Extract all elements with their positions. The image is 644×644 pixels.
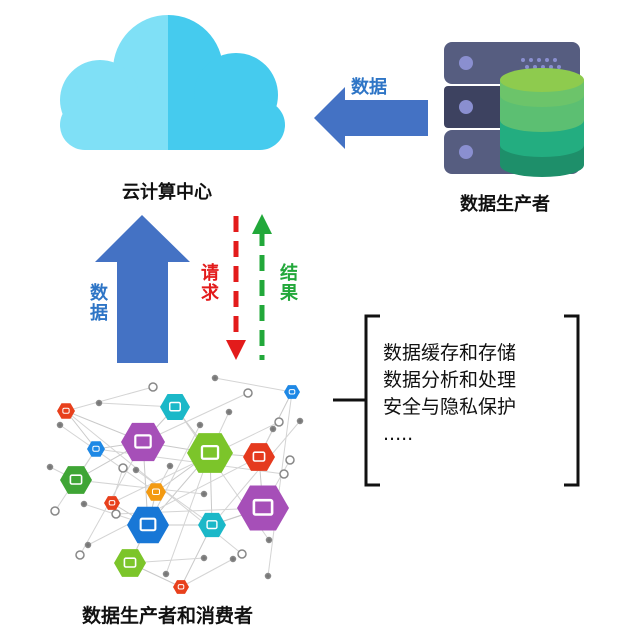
network-node: [237, 549, 247, 559]
network-node: [50, 506, 60, 516]
network-link: [65, 386, 154, 412]
touch-icon: [237, 485, 289, 531]
network-node: [84, 541, 92, 549]
network-node: [200, 490, 208, 498]
lock-icon: [243, 443, 275, 471]
speaker-icon-glyph: [177, 584, 185, 590]
music-icon: [114, 549, 146, 577]
left-bracket: [364, 314, 380, 487]
network-node: [269, 425, 277, 433]
request-label: 请求: [198, 263, 219, 303]
gear-icon-glyph: [206, 520, 218, 530]
note-icon-glyph: [69, 474, 83, 485]
download-icon: [284, 385, 300, 399]
cloud-icon: [60, 15, 285, 150]
share-icon-glyph: [152, 488, 160, 495]
network-link: [59, 424, 157, 493]
right-bracket: [564, 314, 580, 487]
people-icon-glyph: [200, 444, 220, 460]
uplink-arrow-label: 数据: [87, 283, 108, 323]
network-node: [148, 382, 158, 392]
note-icon: [60, 466, 92, 494]
network-link: [75, 479, 205, 495]
globe-icon-glyph: [139, 517, 157, 532]
data-arrow-up: [95, 215, 190, 363]
network-node: [264, 572, 272, 580]
network-node: [285, 455, 295, 465]
network-node: [211, 374, 219, 382]
star-icon-glyph: [108, 500, 116, 506]
database-icon: [500, 68, 584, 177]
task-item: 数据分析和处理: [383, 369, 517, 391]
network-node: [46, 463, 54, 471]
producer-label: 数据生产者: [460, 194, 550, 215]
task-item: .....: [383, 423, 414, 445]
data-arrow-left: [314, 87, 428, 149]
chat-icon: [160, 394, 190, 420]
network-node: [132, 466, 140, 474]
network-link: [87, 456, 260, 546]
network-node: [56, 421, 64, 429]
globe-icon: [127, 506, 169, 544]
laptop-icon: [121, 422, 165, 462]
network-link: [211, 420, 301, 526]
network-link: [180, 558, 234, 588]
network-node: [166, 462, 174, 470]
network-node: [243, 388, 253, 398]
network-node: [111, 509, 121, 519]
network-node: [95, 399, 103, 407]
network-node: [274, 417, 284, 427]
cloud-label: 云计算中心: [122, 182, 212, 203]
lock-icon-glyph: [252, 451, 266, 462]
producer-arrow-label: 数据: [351, 77, 387, 98]
network-node: [229, 555, 237, 563]
laptop-icon-glyph: [134, 434, 152, 449]
twitter-icon-glyph: [92, 445, 100, 452]
chat-icon-glyph: [169, 401, 181, 412]
download-icon-glyph: [288, 389, 296, 395]
network-link: [142, 392, 249, 443]
task-item: 数据缓存和存储: [383, 342, 517, 364]
network-link: [267, 391, 293, 577]
network-node: [200, 554, 208, 562]
network-node: [118, 463, 128, 473]
network-link: [135, 469, 213, 526]
share-icon: [146, 483, 166, 501]
phone-icon: [57, 403, 75, 419]
network-link: [214, 377, 293, 393]
network-node: [225, 408, 233, 416]
network-node: [80, 500, 88, 508]
result-label: 结果: [277, 263, 298, 303]
network-node: [279, 469, 289, 479]
star-icon: [104, 496, 120, 510]
edge-label: 数据生产者和消费者: [82, 605, 254, 627]
network-node: [265, 536, 273, 544]
task-item: 安全与隐私保护: [383, 396, 517, 418]
people-icon: [187, 433, 233, 473]
request-arrow: [226, 216, 246, 360]
device-network: [46, 374, 304, 594]
touch-icon-glyph: [252, 498, 274, 516]
twitter-icon: [87, 441, 105, 457]
network-node: [196, 421, 204, 429]
phone-icon-glyph: [62, 407, 70, 414]
network-node: [296, 417, 304, 425]
gear-icon: [198, 512, 226, 538]
edge-task-list: 数据缓存和存储 数据分析和处理 安全与隐私保护 .....: [383, 340, 516, 448]
network-node: [162, 570, 170, 578]
result-arrow: [252, 214, 272, 360]
speaker-icon: [173, 580, 189, 594]
network-node: [75, 550, 85, 560]
music-icon-glyph: [123, 557, 137, 568]
network-link: [165, 452, 211, 575]
